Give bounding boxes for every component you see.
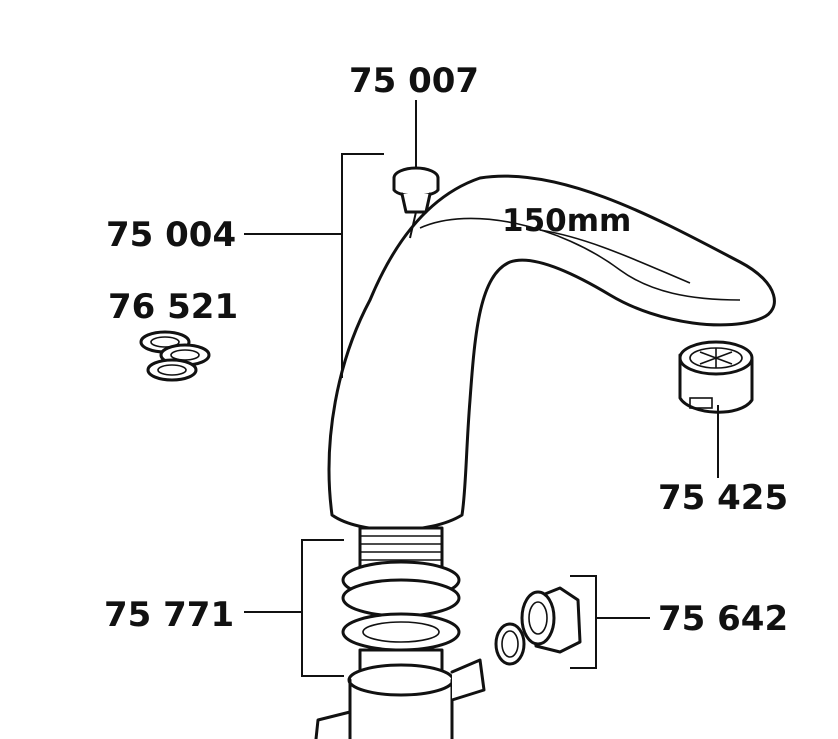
label-75-642: 75 642 xyxy=(658,599,788,639)
leader-lines xyxy=(244,100,719,677)
label-75-771: 75 771 xyxy=(104,595,234,635)
o-rings-part xyxy=(139,330,211,382)
faucet-spout xyxy=(327,174,776,532)
label-75-007: 75 007 xyxy=(349,61,479,101)
dimension-label: 150mm xyxy=(502,203,631,239)
pop-up-button-part xyxy=(392,166,440,239)
nut-and-washer-part xyxy=(494,586,582,666)
label-76-521: 76 521 xyxy=(108,287,238,327)
threaded-shank-part xyxy=(314,526,486,739)
label-75-425: 75 425 xyxy=(658,478,788,518)
label-75-004: 75 004 xyxy=(106,215,236,255)
aerator-part xyxy=(678,340,754,414)
